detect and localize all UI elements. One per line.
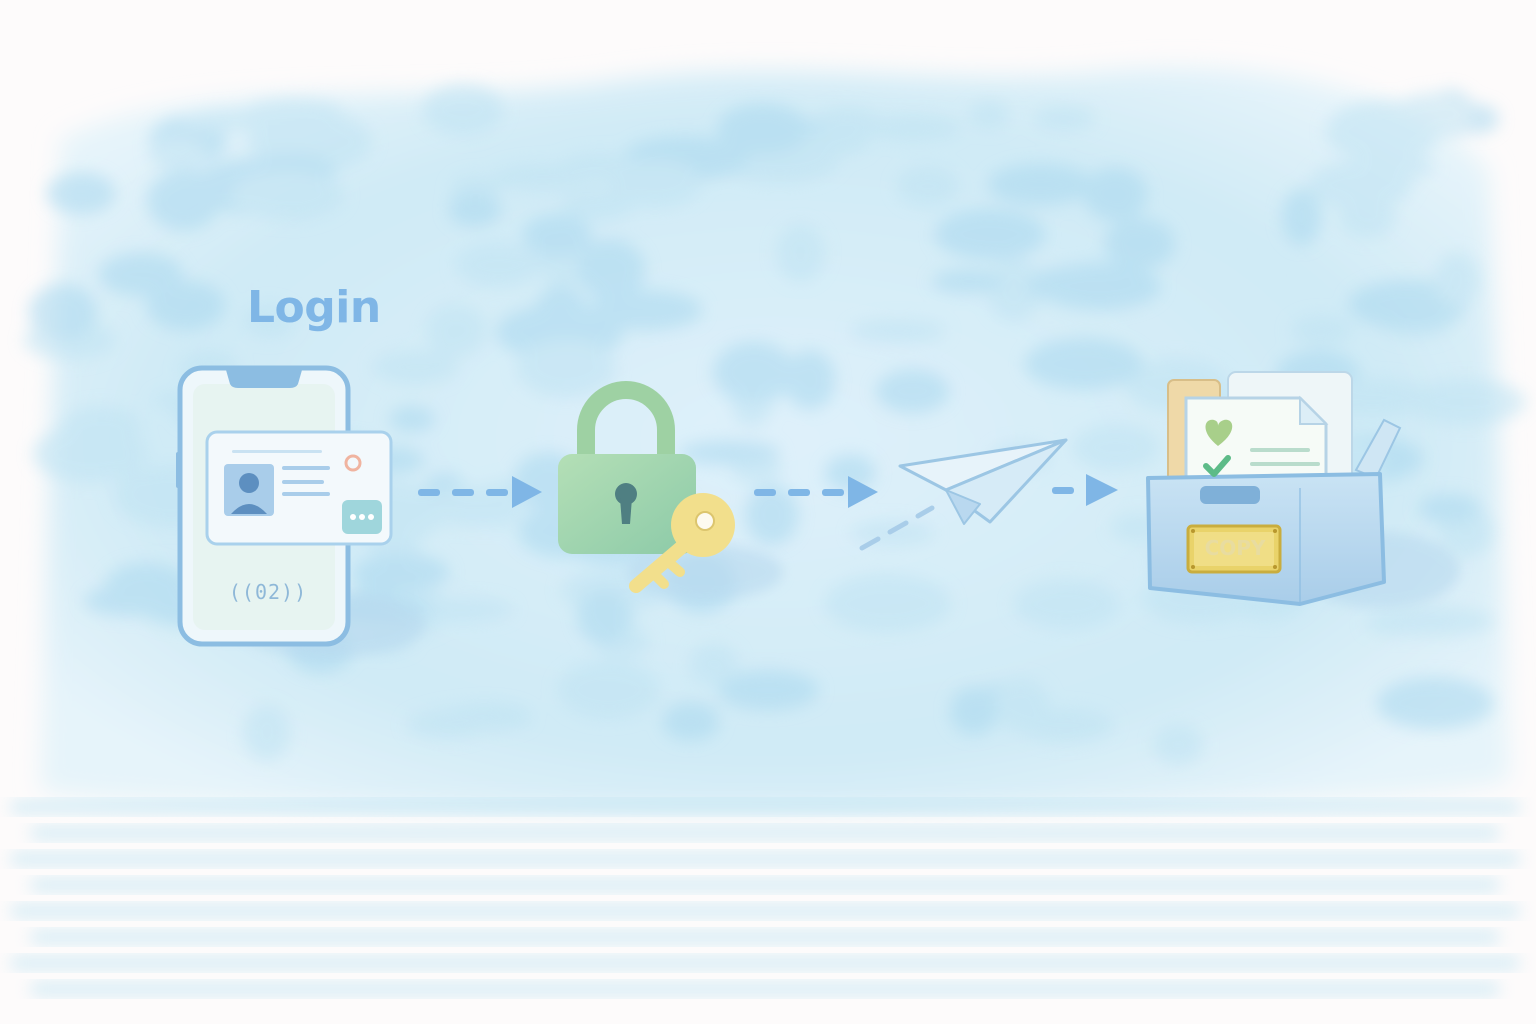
phone-code-label: ((02)) [228,580,308,604]
heart-icon [1205,419,1233,446]
document-box-icon [1146,371,1402,606]
key-icon [629,493,735,593]
arrow-phone-to-lock [418,476,542,508]
chat-bubble-icon [342,500,382,534]
arrow-lock-to-plane [754,476,878,508]
checkmark-icon [1203,455,1231,477]
padlock-icon [558,381,696,554]
paper-plane-icon [859,438,1068,551]
page-title: Login [247,282,381,333]
arrow-plane-to-box [1052,474,1118,506]
copy-stamp-label: COPY [1204,536,1266,560]
